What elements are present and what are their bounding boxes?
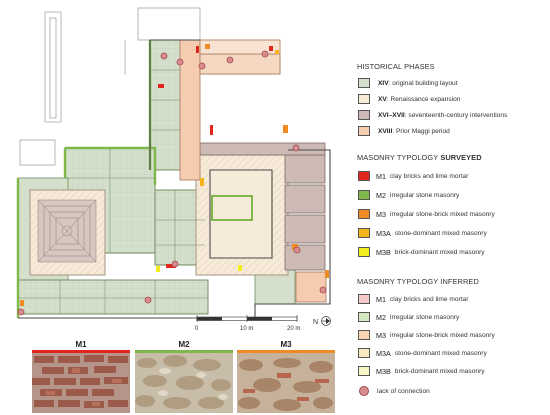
masonry-label: irregular stone masonry [390,191,460,199]
surveyed-row-m2: M2 irregular stone masonry [358,189,459,201]
phase-swatch [358,110,370,120]
masonry-label: irregular stone-brick mixed masonry [390,210,495,218]
photo-m2: M2 [135,340,233,413]
masonry-code: M2 [376,312,386,322]
m3b-wall-marks [156,265,242,272]
masonry-swatch [358,312,370,322]
photo-m1: M1 [32,340,130,413]
phase-label: : Prior Maggi period [392,127,450,135]
masonry-swatch [358,247,370,257]
north-label: N [313,319,318,326]
historical-phases-title: HISTORICAL PHASES [357,62,435,71]
scale-tick-0: 0 [195,326,199,332]
connection-label: lack of connection [377,387,430,395]
masonry-code: M3 [376,330,386,340]
masonry-code: M3 [376,209,386,219]
masonry-label: clay bricks and lime mortar [390,295,469,303]
phase-row-xvi-xvii: XVI–XVII : seventeenth-century intervent… [358,109,507,121]
phase-label: : seventeenth-century interventions [404,111,508,119]
north-arrow-icon [321,316,331,326]
masonry-label: brick-dominant mixed masonry [394,248,485,256]
phase-swatch [358,126,370,136]
stone-texture-image [135,353,233,413]
masonry-code: M1 [376,171,386,181]
surveyed-row-m3a: M3A stone-dominant mixed masonry [358,227,487,239]
masonry-label: clay bricks and lime mortar [390,172,469,180]
masonry-code: M3B [376,247,391,257]
masonry-swatch [358,190,370,200]
photo-color-bar [135,350,233,353]
masonry-code: M3A [376,348,391,358]
surveyed-title: MASONRY TYPOLOGY SURVEYED [357,153,482,162]
m3a-wall-marks [200,50,279,186]
surveyed-row-m3: M3 irregular stone-brick mixed masonry [358,208,495,220]
connection-row: lack of connection [358,385,430,397]
phase-label: : original building layout [388,79,458,87]
masonry-code: M3B [376,366,391,376]
masonry-swatch [358,228,370,238]
surveyed-title-bold: SURVEYED [440,153,482,162]
phase-swatch [358,78,370,88]
phase-row-xviii: XVIII : Prior Maggi period [358,125,450,137]
photo-color-bar [32,350,130,353]
inferred-row-m3a: M3A stone-dominant mixed masonry [358,347,487,359]
phase-row-xv: XV : Renaissance expansion [358,93,460,105]
lack-of-connection-icon [359,386,369,396]
photo-color-bar [237,350,335,353]
phase-swatch [358,94,370,104]
phase-label: : Renaissance expansion [386,95,461,103]
surveyed-row-m3b: M3B brick-dominant mixed masonry [358,246,485,258]
scale-tick-10: 10 m [240,326,253,332]
scale-tick-20: 20 m [287,326,300,332]
masonry-label: stone-dominant mixed masonry [394,229,487,237]
inferred-row-m3: M3 irregular stone-brick mixed masonry [358,329,495,341]
photo-title: M3 [280,340,292,349]
m3-wall-marks [20,44,329,306]
masonry-code: M3A [376,228,391,238]
masonry-swatch [358,171,370,181]
phase-code: XVIII [378,127,393,135]
cloister-pattern [37,199,97,263]
phase-code: XV [378,95,387,103]
brick-texture-image [32,353,130,413]
photo-title: M2 [178,340,190,349]
photo-m3: M3 [237,340,335,413]
inferred-row-m3b: M3B brick-dominant mixed masonry [358,365,485,377]
courtyard-box [211,195,253,221]
m1-wall-marks [158,46,273,268]
photo-title: M1 [75,340,87,349]
masonry-code: M1 [376,294,386,304]
mixed-masonry-texture-image [237,353,335,413]
lack-of-connection-markers [17,50,327,316]
masonry-code: M2 [376,190,386,200]
masonry-label: irregular stone-brick mixed masonry [390,331,495,339]
inferred-row-m1: M1 clay bricks and lime mortar [358,293,468,305]
legend-panel: HISTORICAL PHASES XIV : original buildin… [350,0,550,415]
masonry-swatch [358,294,370,304]
masonry-swatch [358,209,370,219]
masonry-swatch [358,366,370,376]
surveyed-title-plain: MASONRY TYPOLOGY [357,153,439,162]
phase-xviii-areas [179,39,327,303]
inferred-row-m2: M2 irregular stone masonry [358,311,459,323]
masonry-label: irregular stone masonry [390,313,460,321]
scale-bar [196,315,298,322]
masonry-swatch [358,330,370,340]
masonry-swatch [358,348,370,358]
rooms-lines [18,69,208,314]
masonry-label: stone-dominant mixed masonry [394,349,487,357]
inferred-title: MASONRY TYPOLOGY INFERRED [357,277,479,286]
floor-plan: 0 10 m 20 m N [16,7,331,332]
masonry-label: brick-dominant mixed masonry [394,367,485,375]
phase-code: XVI–XVII [378,111,405,119]
surveyed-row-m1: M1 clay bricks and lime mortar [358,170,468,182]
phase-row-xiv: XIV : original building layout [358,77,458,89]
phase-code: XIV [378,79,389,87]
